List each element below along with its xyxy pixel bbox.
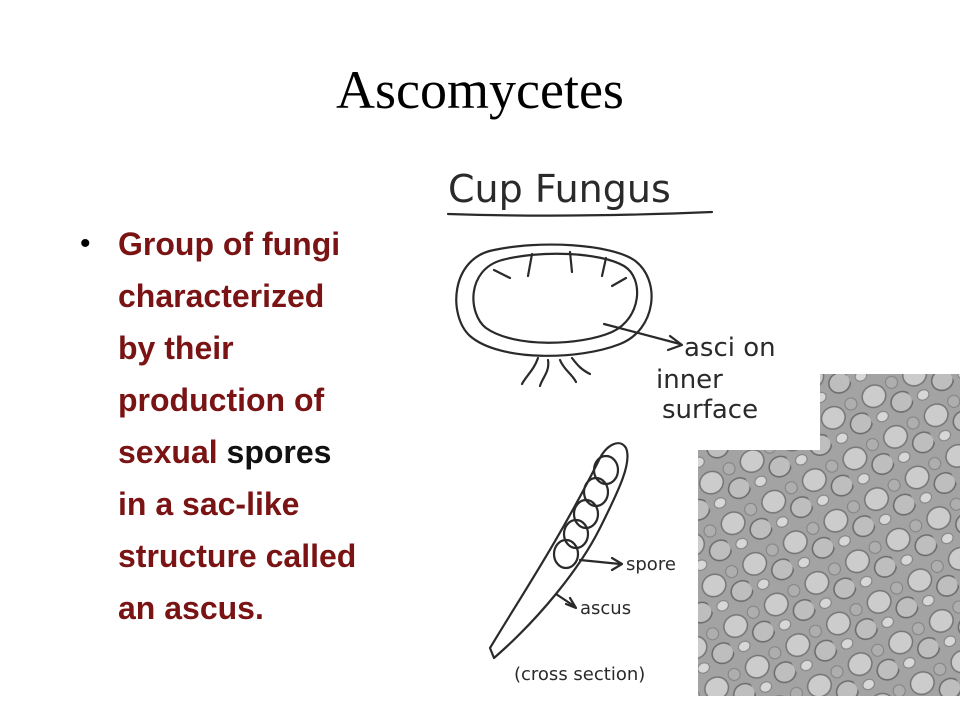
root-mark [520,356,540,386]
asci-mark [610,276,628,288]
asci-mark [492,268,512,280]
asci-label-line2: inner [656,365,723,395]
bullet-line: sexual spores [118,426,448,478]
drawing-heading: Cup Fungus [448,167,671,211]
cross-section-label: (cross section) [514,664,645,685]
ascus-outline [488,442,629,660]
bullet-line-text: characterized [118,278,325,314]
bullet-line: in a sac-like [118,478,448,530]
cup-outer-outline [455,243,653,357]
bullet-line-text: an ascus. [118,590,264,626]
bullet-line: structure called [118,530,448,582]
spore-shape [592,454,620,486]
spore-shape [582,476,610,508]
bullet-line: production of [118,374,448,426]
cup-fungus-drawing: Cup Fungus asci on inner surface spore a… [446,167,776,685]
root-mark [558,358,578,384]
asci-label-line3: surface [662,395,758,425]
spore-arrow-head [610,556,624,572]
root-mark [570,356,592,376]
bullet-line-text: by their [118,330,234,366]
spore-arrow-line [578,558,622,566]
slide-title: Ascomycetes [336,60,624,120]
bullet-line: Group of fungi [118,218,448,270]
root-mark [538,358,550,388]
asci-mark [526,252,534,278]
ascus-arrow-line [554,592,576,608]
asci-arrow-head [666,334,684,352]
spore-shape [572,498,600,530]
bullet-text: Group of fungi characterized by their pr… [118,218,448,634]
heading-underline [446,210,714,217]
asci-mark [568,250,574,274]
spore-shape [552,538,580,570]
bullet-line-text: Group of fungi [118,226,341,262]
bullet-line: by their [118,322,448,374]
ascus-arrow-head [564,596,578,610]
cup-inner-outline [472,252,639,344]
bullet-line: an ascus. [118,582,448,634]
bullet-line: characterized [118,270,448,322]
ascus-micrograph-photo [698,374,960,696]
asci-mark [600,256,608,278]
asci-label-line1: asci on [684,333,776,363]
bullet-line-text: in a sac-like [118,486,300,522]
asci-arrow-line [602,322,682,346]
ascus-label: ascus [580,598,631,619]
bullet-line-text: production of [118,382,325,418]
bullet-line-text: structure called [118,538,357,574]
bullet-icon: • [80,227,91,260]
bullet-line-emphasis: spores [226,434,332,470]
bullet-line-text: sexual [118,434,227,470]
spore-label: spore [626,554,676,575]
spore-shape [562,518,590,550]
